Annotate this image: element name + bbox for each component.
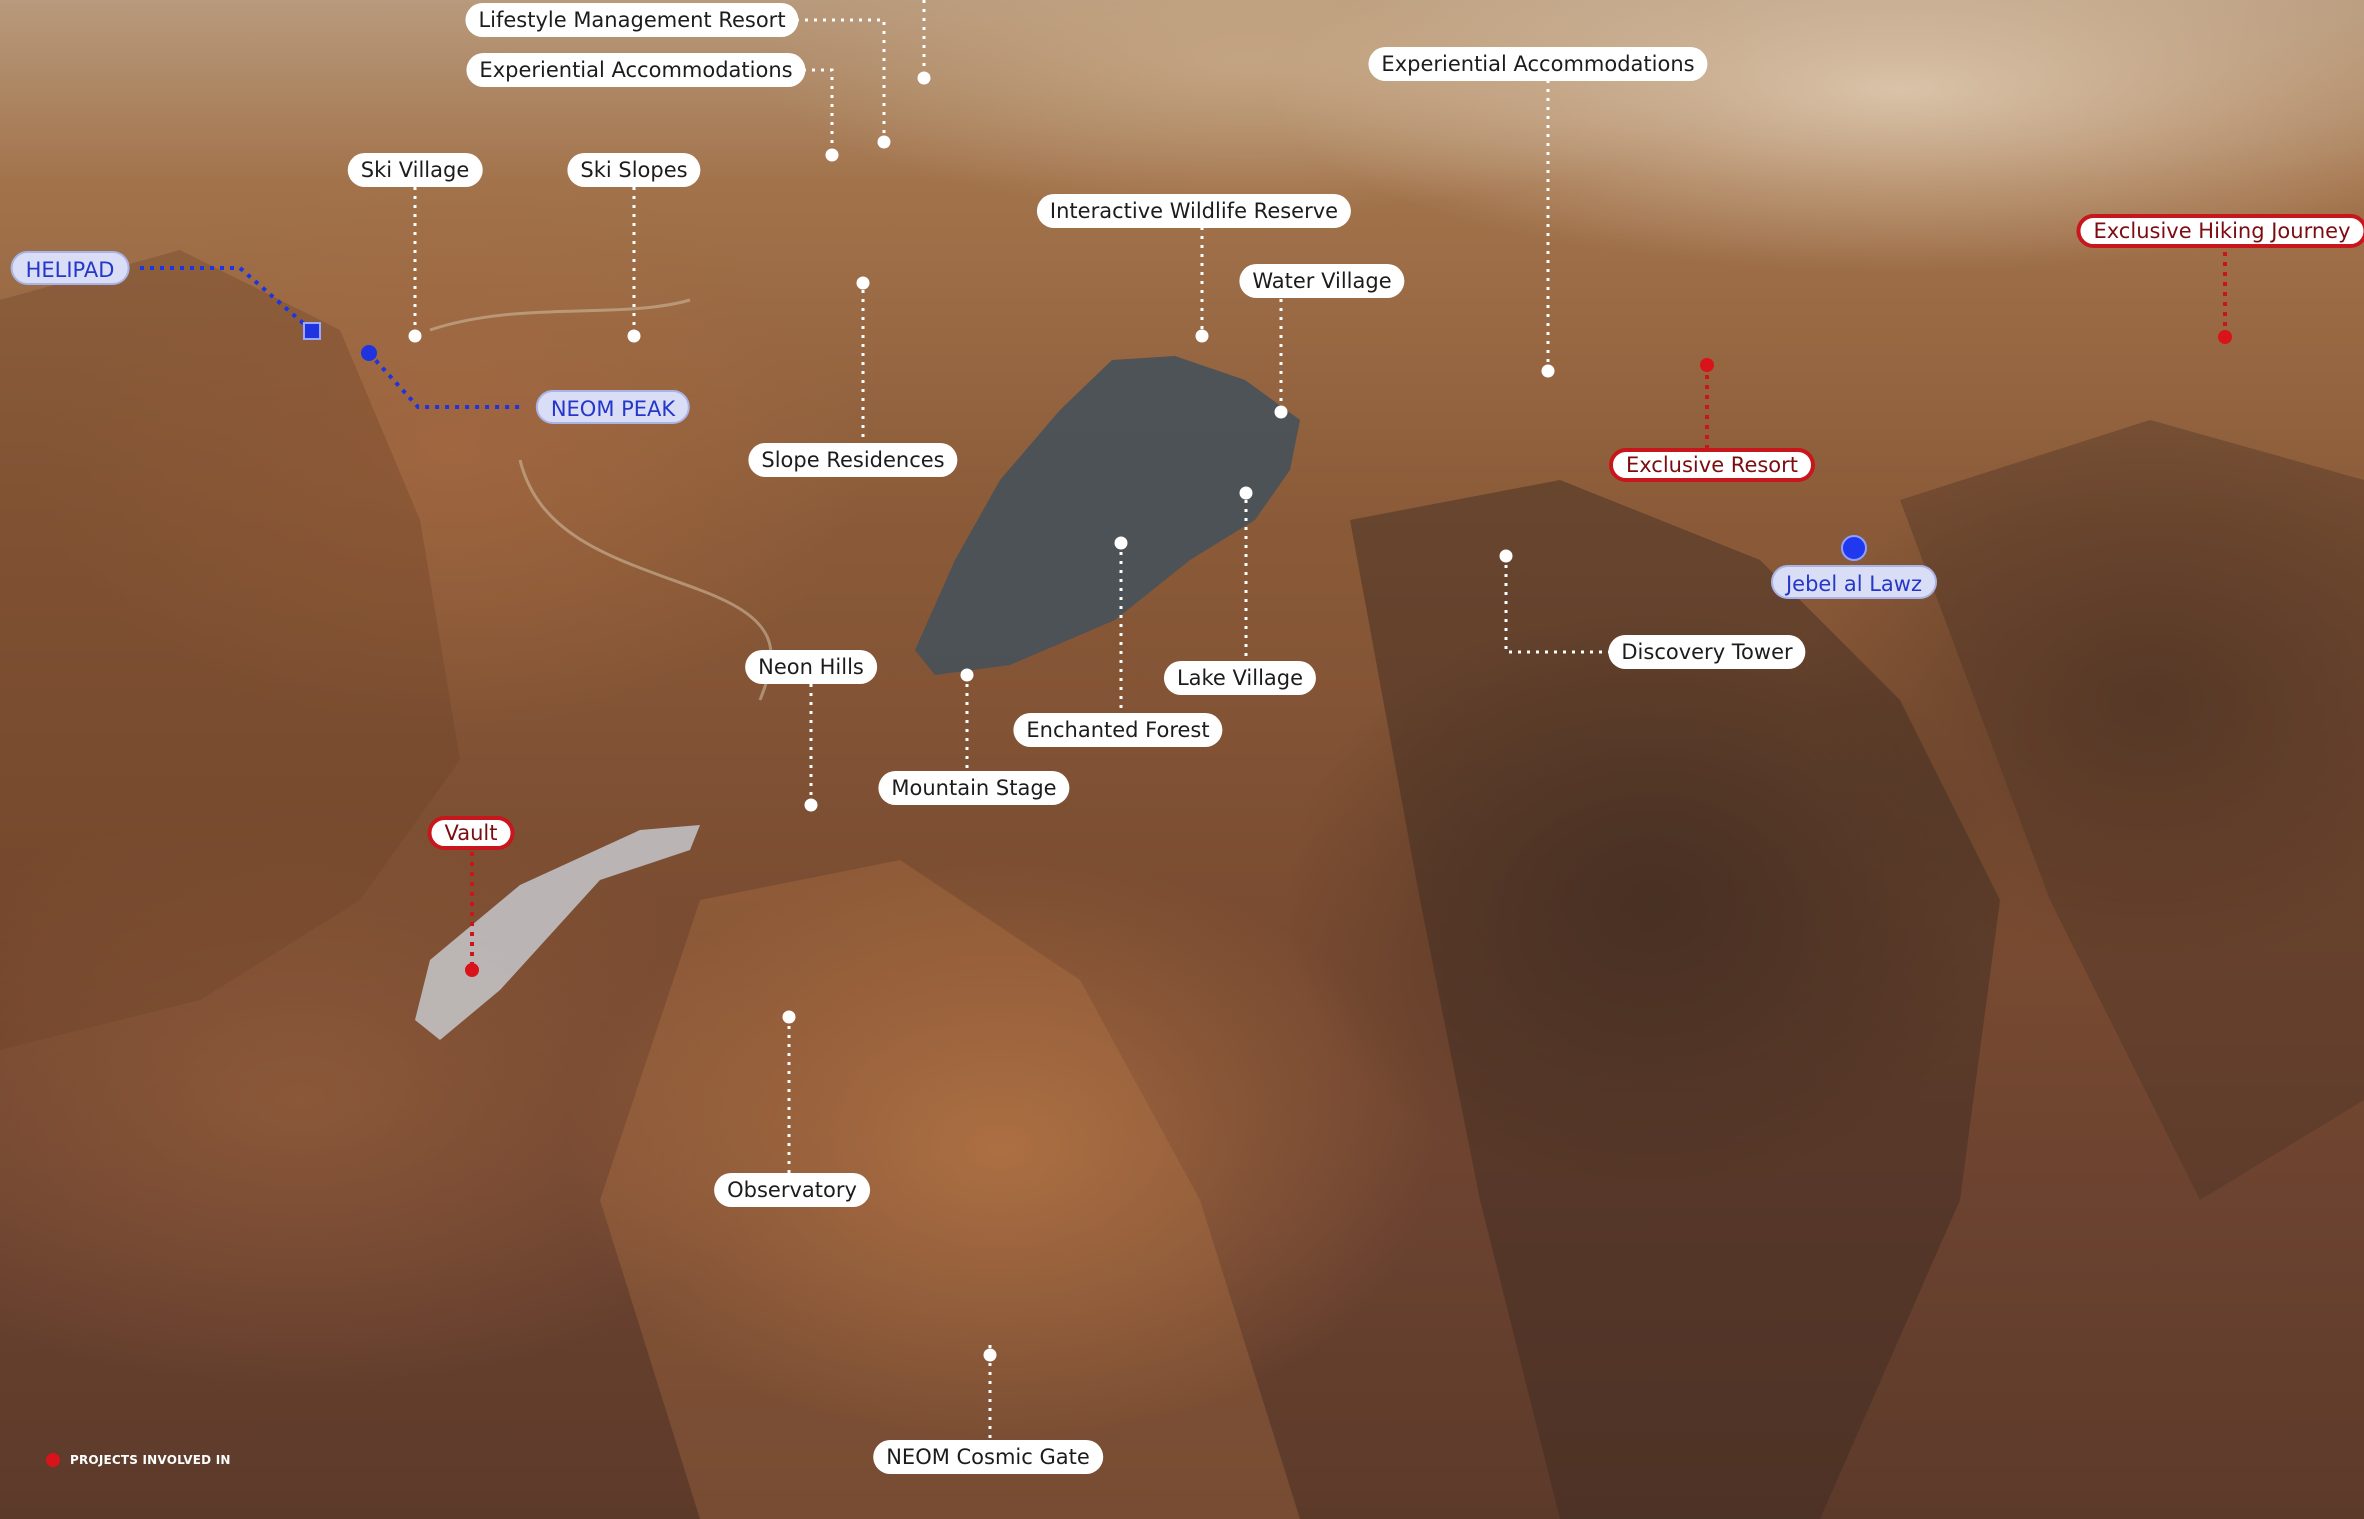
label-discovery-tower: Discovery Tower <box>1608 635 1806 669</box>
label-neon-hills: Neon Hills <box>745 650 877 684</box>
label-experiential-accommodations-right: Experiential Accommodations <box>1368 47 1708 81</box>
label-interactive-wildlife-reserve: Interactive Wildlife Reserve <box>1036 194 1352 228</box>
label-exclusive-resort: Exclusive Resort <box>1608 448 1816 482</box>
marker-slope-residences <box>856 276 870 290</box>
label-lifestyle-management-resort: Lifestyle Management Resort <box>465 3 799 37</box>
helipad-marker <box>303 322 321 340</box>
label-mountain-stage: Mountain Stage <box>878 771 1070 805</box>
marker-jebel-al-lawz <box>1841 535 1867 561</box>
label-jebel-al-lawz: Jebel al Lawz <box>1770 565 1938 599</box>
label-neom-cosmic-gate: NEOM Cosmic Gate <box>873 1440 1103 1474</box>
label-water-village: Water Village <box>1239 264 1405 298</box>
label-enchanted-forest: Enchanted Forest <box>1013 713 1223 747</box>
label-lake-village: Lake Village <box>1163 661 1317 695</box>
label-experiential-accommodations-left: Experiential Accommodations <box>466 53 806 87</box>
marker-vault <box>465 963 479 977</box>
label-neom-peak: NEOM PEAK <box>535 390 691 424</box>
label-vault: Vault <box>427 816 515 850</box>
marker-observatory <box>782 1010 796 1024</box>
marker-exclusive-resort <box>1700 358 1714 372</box>
marker-neom-peak <box>361 345 377 361</box>
label-ski-village: Ski Village <box>347 153 483 187</box>
marker-lifestyle-management-resort <box>877 135 891 149</box>
marker-interactive-wildlife-reserve <box>1195 329 1209 343</box>
marker-water-village <box>1274 405 1288 419</box>
label-slope-residences: Slope Residences <box>748 443 958 477</box>
marker-lake-village <box>1239 486 1253 500</box>
marker-discovery-tower <box>1499 549 1513 563</box>
legend: PROJECTS INVOLVED IN <box>46 1453 231 1467</box>
marker-upper-resort <box>917 71 931 85</box>
label-observatory: Observatory <box>714 1173 870 1207</box>
marker-exclusive-hiking-journey <box>2218 330 2232 344</box>
vault-structure <box>415 825 700 1040</box>
legend-red-dot-icon <box>46 1453 60 1467</box>
marker-experiential-accommodations-right <box>1541 364 1555 378</box>
marker-neon-hills <box>804 798 818 812</box>
marker-experiential-accommodations-left <box>825 148 839 162</box>
label-exclusive-hiking-journey: Exclusive Hiking Journey <box>2076 214 2364 248</box>
label-helipad: HELIPAD <box>10 251 130 285</box>
marker-ski-slopes <box>627 329 641 343</box>
marker-ski-village <box>408 329 422 343</box>
label-ski-slopes: Ski Slopes <box>567 153 701 187</box>
marker-enchanted-forest <box>1114 536 1128 550</box>
marker-neom-cosmic-gate <box>983 1348 997 1362</box>
marker-mountain-stage <box>960 668 974 682</box>
lake <box>915 356 1300 675</box>
legend-text: PROJECTS INVOLVED IN <box>70 1453 231 1467</box>
